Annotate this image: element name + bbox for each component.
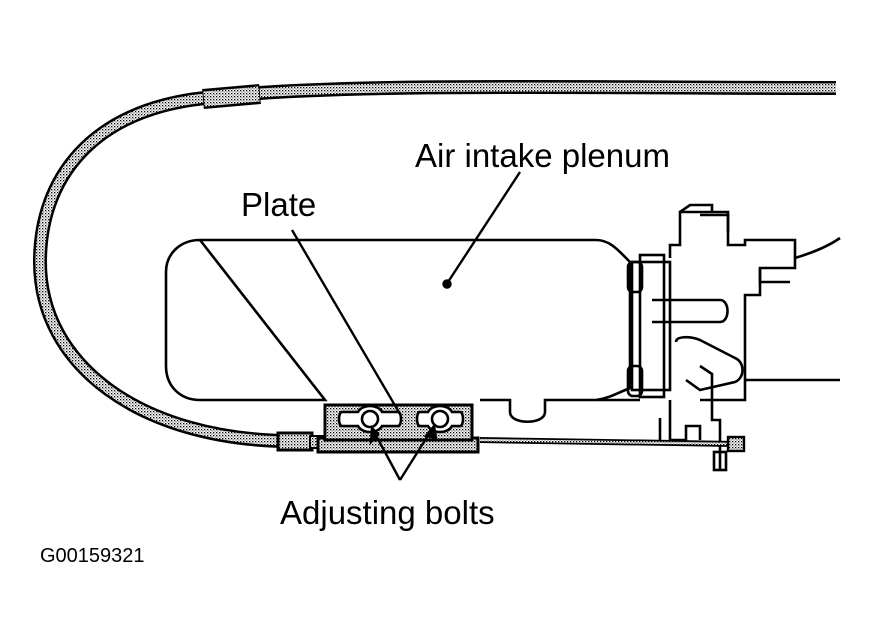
air-intake-plenum-dot <box>442 279 452 289</box>
air-intake-plenum-label: Air intake plenum <box>415 137 670 174</box>
air-intake-plenum <box>164 238 640 424</box>
inner-cable <box>479 435 746 453</box>
air-intake-plenum-leader <box>446 171 522 283</box>
throttle-body <box>626 203 841 472</box>
throttle-cable <box>32 79 837 452</box>
plate-label: Plate <box>241 186 317 223</box>
plate-leader <box>290 229 402 415</box>
adjusting-bolt-right <box>415 404 465 434</box>
figure-code: G00159321 <box>40 545 145 567</box>
adjusting-bolts-label: Adjusting bolts <box>280 494 495 531</box>
leader-lines <box>290 171 522 481</box>
adjusting-bolt-left <box>337 404 403 434</box>
